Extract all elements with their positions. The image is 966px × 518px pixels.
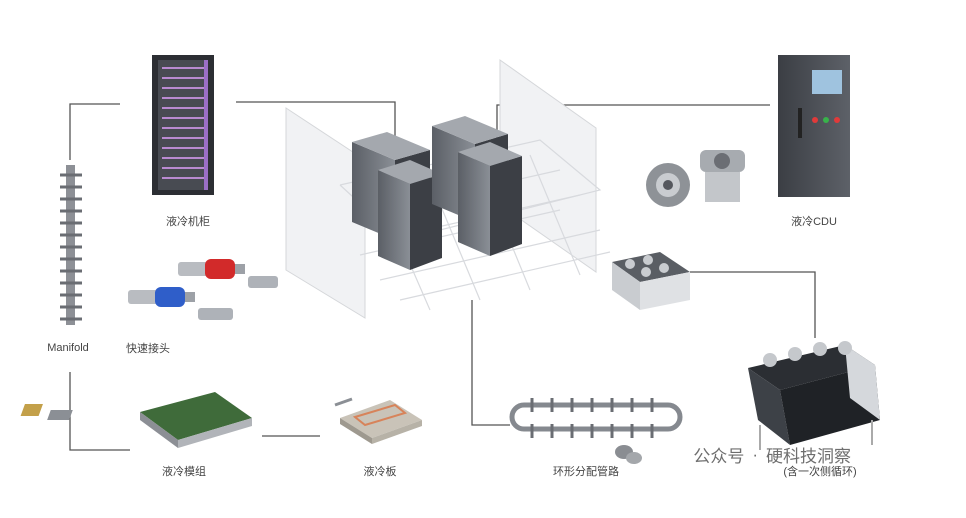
wechat-icon [615, 445, 642, 464]
cold-plate-image [334, 397, 422, 444]
ring-pipe-label: 环形分配管路 [553, 466, 619, 478]
coupling-valve-image [646, 150, 745, 207]
cdu-label: 液冷CDU [791, 216, 837, 228]
liquid-cooling-module-image [20, 392, 252, 448]
watermark-account: 硬科技洞察 [766, 447, 851, 466]
data-hall-illustration [285, 59, 611, 319]
watermark-platform: 公众号 [693, 447, 745, 466]
secondary-loop-label: (含一次侧循环) [783, 466, 857, 478]
cold-plate-label: 液冷板 [363, 466, 397, 478]
quick-connector-image [128, 259, 278, 320]
module-label: 液冷模组 [162, 466, 206, 478]
ring-pipe-image [509, 398, 683, 438]
cooling-tower-image [748, 341, 880, 450]
quick-connector-label: 快速接头 [126, 343, 170, 355]
cdu-cabinet-image [778, 55, 850, 197]
dry-cooler-image [612, 252, 690, 310]
cabinet-label: 液冷机柜 [166, 216, 210, 228]
manifold-image [60, 165, 82, 325]
watermark: 公众号 · 硬科技洞察 [693, 442, 851, 467]
watermark-separator: · [752, 444, 758, 464]
manifold-label: Manifold [47, 342, 89, 354]
liquid-cooling-cabinet-image [152, 55, 214, 195]
